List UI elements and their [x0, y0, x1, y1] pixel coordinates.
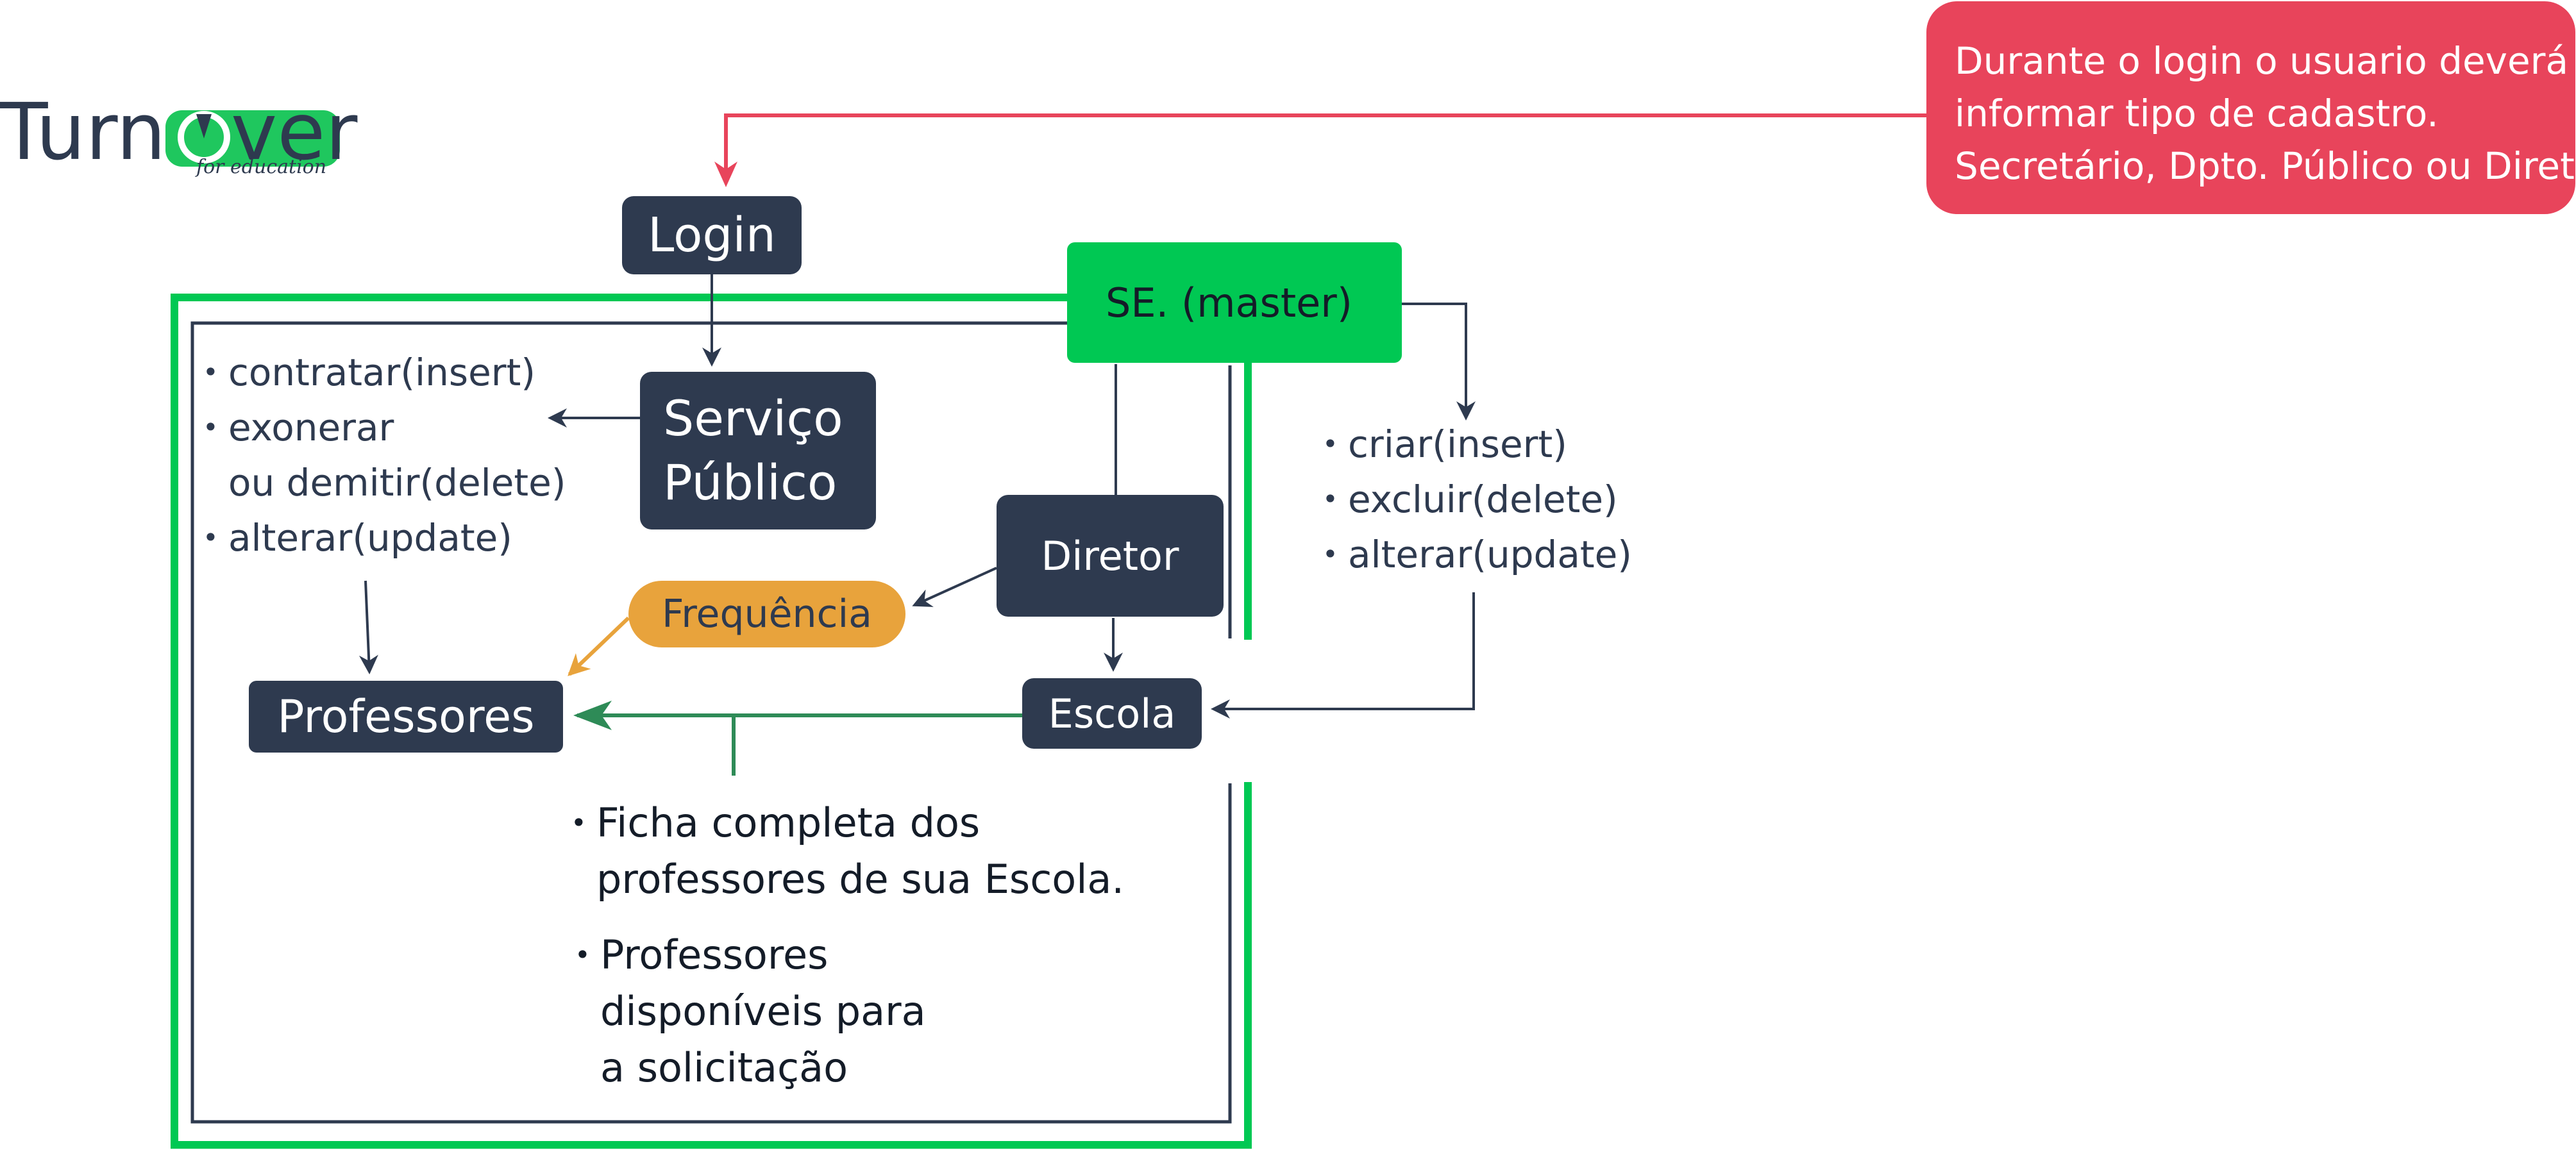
callout-line-1: Durante o login o usuario deverá [1955, 39, 2569, 83]
escola-notes-list-2: Professores disponíveis para a solicitaç… [575, 927, 926, 1096]
login-label: Login [648, 208, 776, 263]
master-label: SE. (master) [1106, 279, 1352, 326]
diretor-label: Diretor [1041, 532, 1179, 579]
frequencia-label: Frequência [662, 592, 872, 637]
master-action-update: alterar(update) [1322, 527, 1632, 582]
master-actions-to-escola-arrow [1211, 592, 1475, 719]
diretor-node[interactable]: Diretor [997, 495, 1224, 617]
diretor-to-frequencia-arrow [912, 567, 997, 607]
school-scope-frame [190, 321, 1232, 1124]
callout-line-3: Secretário, Dpto. Público ou Diretor [1955, 144, 2576, 188]
frequencia-node[interactable]: Frequência [628, 581, 905, 647]
actions-to-professores-arrow [358, 580, 378, 674]
master-to-actions-arrow [1402, 303, 1476, 421]
turnover-logo-graphic: Turn ver for education [0, 87, 358, 178]
escola-label: Escola [1048, 690, 1176, 737]
svg-text:for education: for education [195, 156, 326, 178]
svg-text:ver: ver [231, 88, 358, 178]
login-node[interactable]: Login [622, 196, 802, 274]
frequencia-to-professores-arrow [568, 616, 630, 676]
servico-actions-list: contratar(insert) exonerar ou demitir(de… [203, 345, 566, 565]
master-action-insert: criar(insert) [1322, 417, 1632, 472]
servico-action-update: alterar(update) [203, 510, 566, 565]
svg-text:Turn: Turn [0, 88, 166, 178]
note-professores-line-2: disponíveis para [600, 988, 926, 1035]
escola-node[interactable]: Escola [1022, 678, 1202, 749]
servico-label-line-1: Serviço [663, 390, 843, 447]
note-ficha-line-1: Ficha completa dos [571, 795, 1124, 851]
callout-line-2: informar tipo de cadastro. [1955, 92, 2439, 135]
master-actions-list: criar(insert) excluir(delete) alterar(up… [1322, 417, 1632, 582]
professores-label: Professores [277, 690, 535, 743]
servico-action-insert: contratar(insert) [203, 345, 566, 400]
servico-action-delete: ou demitir(delete) [228, 461, 566, 504]
escola-notes-list: Ficha completa dos professores de sua Es… [571, 795, 1124, 908]
master-action-delete: excluir(delete) [1322, 472, 1632, 527]
servico-label-line-2: Público [663, 454, 838, 511]
note-professores-line-1: Professores [575, 927, 926, 983]
turnover-logo: Turn ver for education [0, 87, 359, 185]
servico-action-exonerar: exonerar [203, 400, 566, 455]
professores-node[interactable]: Professores [249, 681, 563, 753]
master-node[interactable]: SE. (master) [1067, 242, 1402, 363]
callout-connector [714, 113, 1928, 187]
servico-publico-node[interactable]: Serviço Público [640, 372, 876, 529]
note-professores-line-3: a solicitação [600, 1044, 848, 1091]
login-callout: Durante o login o usuario deverá informa… [1926, 1, 2576, 214]
note-ficha-line-2: professores de sua Escola. [596, 856, 1125, 903]
